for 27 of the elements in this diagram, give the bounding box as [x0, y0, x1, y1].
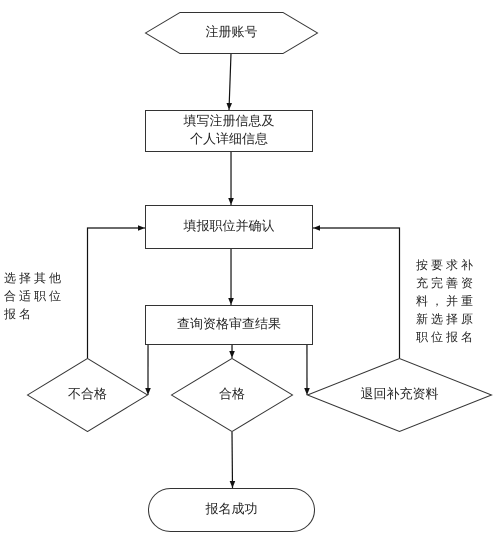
arrow: [145, 345, 151, 395]
note-text: 按要求补充完善资料，并重新选择原职位报名: [416, 257, 477, 346]
process-box: [145, 110, 313, 152]
arrow: [229, 345, 235, 358]
arrow: [228, 249, 234, 305]
arrow: [313, 225, 400, 358]
process-box: [145, 205, 313, 249]
node-text: 合格: [219, 386, 245, 404]
node-text: 注册账号: [206, 24, 258, 42]
end-terminator: [148, 488, 315, 532]
start-hexagon: [145, 12, 318, 54]
node-text: 退回补充资料: [360, 386, 438, 404]
arrow: [304, 345, 310, 395]
node-text: 报名成功: [206, 501, 258, 519]
note-text: 选择其他合适职位报名: [4, 270, 65, 323]
decision-diamond: [171, 358, 293, 432]
node-text: 不合格: [68, 386, 107, 404]
arrow: [86, 225, 145, 358]
node-text: 填写注册信息及个人详细信息: [182, 113, 276, 149]
decision-diamond: [27, 358, 148, 432]
arrow: [226, 54, 232, 110]
node-text: 填报职位并确认: [184, 218, 274, 236]
arrow: [228, 152, 234, 205]
process-box: [145, 305, 313, 345]
arrow: [230, 432, 236, 488]
decision-diamond: [307, 358, 492, 432]
node-text: 查询资格审查结果: [177, 316, 281, 334]
